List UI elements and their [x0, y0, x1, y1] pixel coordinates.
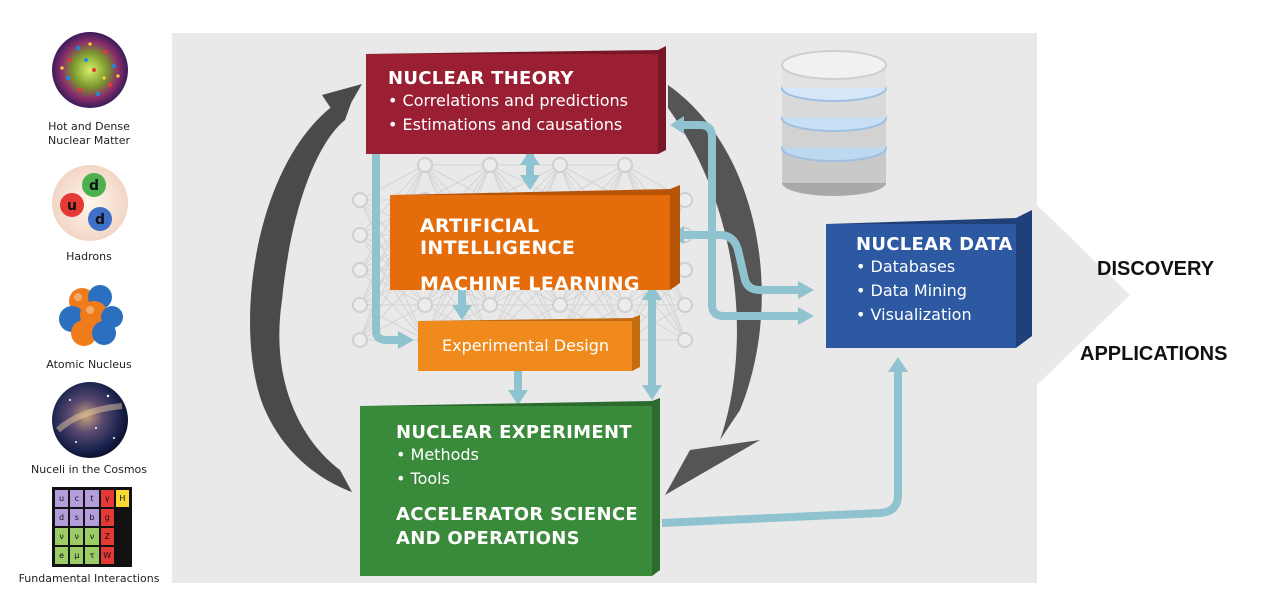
svg-text:d: d — [89, 178, 99, 194]
particle-cell: s — [70, 509, 84, 526]
nuclear-data-item: • Databases — [856, 257, 956, 276]
nn-node — [417, 297, 433, 313]
nuclear-theory-item: • Estimations and causations — [388, 115, 623, 134]
nuclear-data-box: NUCLEAR DATA • Databases • Data Mining •… — [826, 210, 1032, 348]
particle-cell: W — [100, 547, 114, 564]
nn-node — [552, 157, 568, 173]
particle-cell: Z — [100, 528, 114, 545]
nn-node — [482, 157, 498, 173]
particle-cell — [115, 528, 129, 545]
nn-node — [352, 262, 368, 278]
hadron-icon: d u d — [52, 165, 128, 241]
nn-node — [352, 332, 368, 348]
side-label-nucleus: Atomic Nucleus — [46, 358, 132, 371]
experimental-design-box: Experimental Design — [418, 315, 640, 371]
outcome-applications: APPLICATIONS — [1080, 343, 1228, 365]
particle-cell: b — [85, 509, 99, 526]
nuclear-experiment-title: NUCLEAR EXPERIMENT — [396, 422, 632, 443]
nn-node — [617, 157, 633, 173]
side-label-cosmos: Nuceli in the Cosmos — [30, 463, 147, 476]
ai-title: ARTIFICIAL INTELLIGENCE — [420, 215, 576, 259]
particle-cell: c — [70, 490, 84, 507]
svg-text:d: d — [95, 212, 105, 228]
nn-node — [417, 157, 433, 173]
flow-theory-data — [680, 121, 800, 320]
nuclear-data-title: NUCLEAR DATA — [856, 234, 1013, 255]
particle-cell: μ — [70, 547, 84, 564]
cosmos-icon — [52, 382, 128, 458]
nuclear-theory-box: NUCLEAR THEORY • Correlations and predic… — [366, 46, 666, 154]
particle-cell: ν — [85, 528, 99, 545]
nn-node — [677, 192, 693, 208]
particle-cell: d — [55, 509, 69, 526]
particle-cell: ν — [55, 528, 69, 545]
accelerator-title: ACCELERATOR SCIENCE AND OPERATIONS — [396, 504, 638, 549]
cycle-arrow-left-head — [322, 84, 362, 122]
ml-title: MACHINE LEARNING — [420, 273, 640, 295]
nn-edge — [359, 164, 426, 201]
nuclear-experiment-box: NUCLEAR EXPERIMENT • Methods • Tools ACC… — [360, 398, 660, 576]
nuclear-data-item: • Data Mining — [856, 281, 967, 300]
nuclear-theory-item: • Correlations and predictions — [388, 91, 628, 110]
particle-cell: e — [55, 547, 69, 564]
nuclear-data-item: • Visualization — [856, 305, 972, 324]
cycle-arrow-left — [250, 92, 355, 492]
flow-ai-data — [680, 231, 800, 294]
nuclear-experiment-item: • Tools — [396, 469, 450, 488]
nn-node — [352, 227, 368, 243]
flow-experiment-to-data — [661, 365, 902, 527]
nn-node — [677, 332, 693, 348]
side-label-fundamental: Fundamental Interactions — [18, 572, 160, 585]
cycle-arrow-right — [668, 85, 762, 440]
nn-edge — [359, 304, 426, 341]
nuclear-experiment-item: • Methods — [396, 445, 479, 464]
flow-theory-to-design — [372, 150, 400, 344]
particle-cell: t — [85, 490, 99, 507]
outcome-discovery: DISCOVERY — [1097, 258, 1215, 280]
particle-cell — [115, 547, 129, 564]
particle-cell — [115, 509, 129, 526]
nn-node — [617, 297, 633, 313]
nuclear-theory-title: NUCLEAR THEORY — [388, 68, 574, 89]
dense-matter-icon — [52, 32, 128, 108]
flow-arrow-heads — [398, 116, 908, 405]
experimental-design-label: Experimental Design — [442, 336, 610, 355]
nn-node — [352, 297, 368, 313]
nn-node — [482, 297, 498, 313]
particle-cell: u — [55, 490, 69, 507]
nucleus-icon — [59, 285, 123, 346]
particle-cell: ν — [70, 528, 84, 545]
database-icon — [781, 50, 887, 196]
nn-node — [677, 297, 693, 313]
particle-cell: τ — [85, 547, 99, 564]
nn-node — [352, 192, 368, 208]
nn-node — [677, 262, 693, 278]
ai-ml-box: ARTIFICIAL INTELLIGENCE MACHINE LEARNING — [390, 185, 680, 295]
outcome-arrow-shape — [1037, 205, 1130, 385]
side-label-hadrons: Hadrons — [66, 250, 112, 263]
cycle-arrow-right-head — [665, 440, 760, 495]
particle-cell: γ — [100, 490, 114, 507]
particle-cell: H — [115, 490, 129, 507]
nn-node — [552, 297, 568, 313]
particle-cell: g — [100, 509, 114, 526]
svg-text:u: u — [67, 198, 77, 214]
